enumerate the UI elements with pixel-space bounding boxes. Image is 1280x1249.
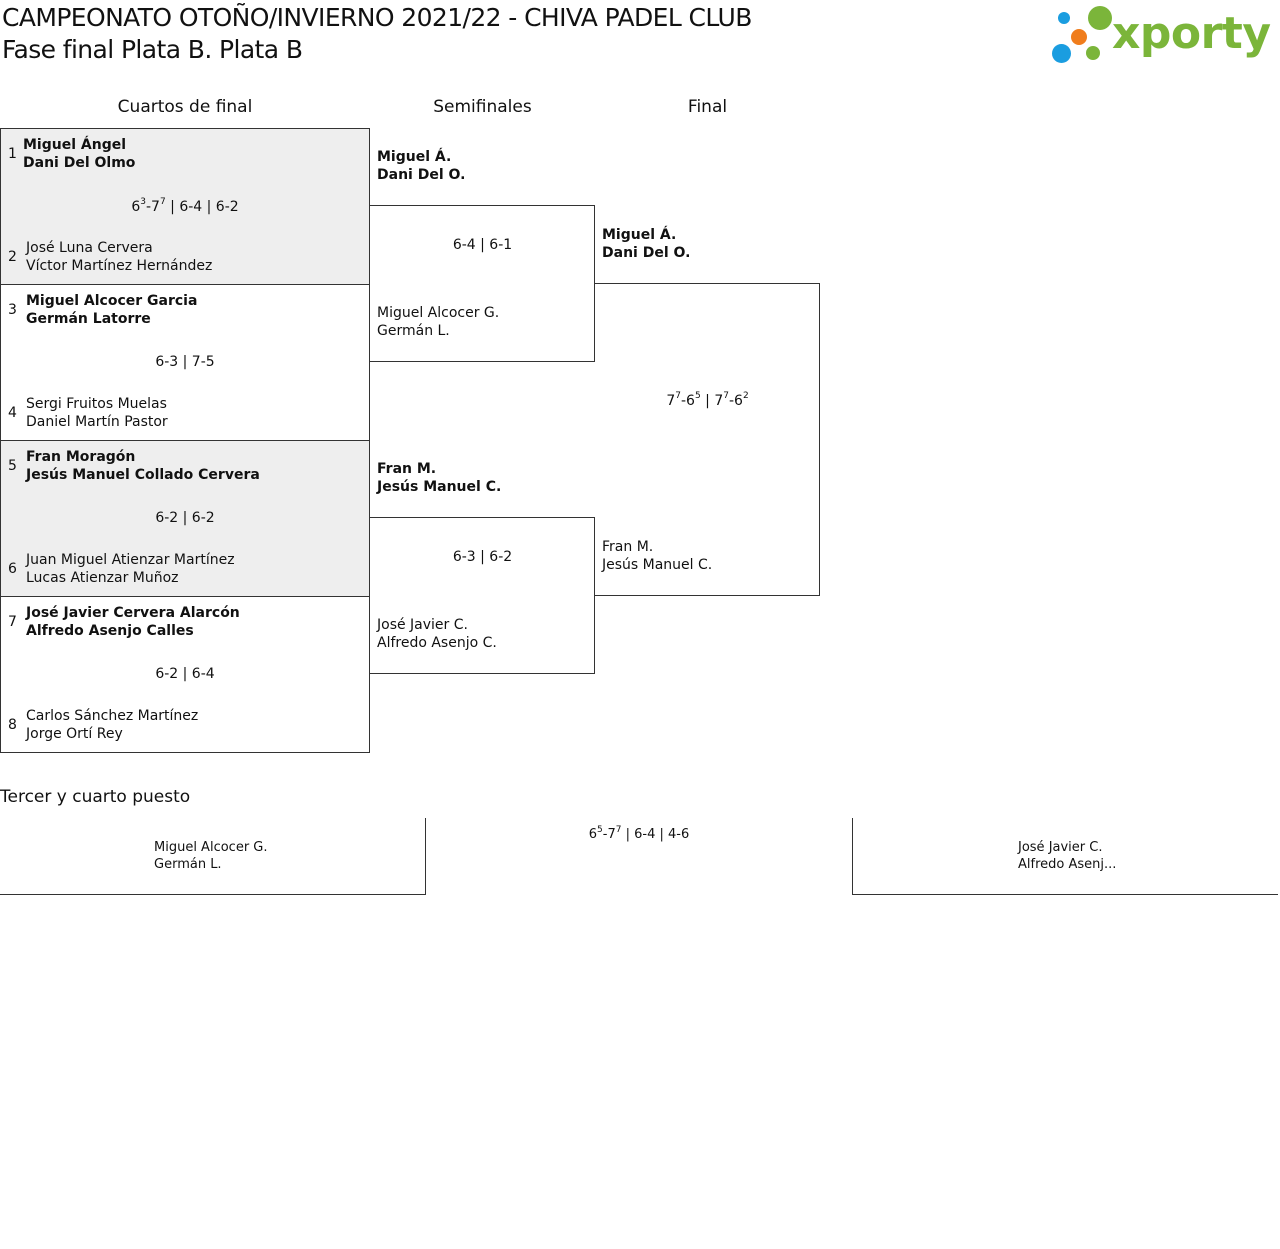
player-name: Fran M. [602, 539, 654, 555]
pair-loser: Sergi Fruitos Muelas Daniel Martín Pasto… [26, 395, 168, 431]
semifinal-2-score: 6-3 | 6-2 [452, 549, 513, 565]
seed-number: 5 [8, 458, 17, 474]
player-name: Jesús Manuel C. [377, 479, 502, 495]
final-pair-winner: Miguel Á. Dani Del O. [602, 226, 690, 262]
logo-dot-blue-icon [1052, 44, 1071, 63]
player-name: Miguel Alcocer G. [154, 840, 268, 855]
semifinal-1-pair-winner: Miguel Á. Dani Del O. [377, 148, 465, 184]
player-name: Alfredo Asenjo Calles [26, 623, 194, 639]
player-name: Jesús Manuel C. [602, 557, 713, 573]
logo-text: xporty [1112, 8, 1271, 59]
player-name: Germán L. [154, 857, 222, 872]
seed-number: 3 [8, 302, 17, 318]
logo-dot-orange-icon [1071, 29, 1087, 45]
final-match-connector[interactable] [595, 283, 820, 596]
player-name: Miguel Alcocer Garcia [26, 293, 198, 309]
semifinal-1-score: 6-4 | 6-1 [452, 237, 513, 253]
player-name: Germán Latorre [26, 311, 151, 327]
player-name: Fran M. [377, 461, 437, 477]
page-title: CAMPEONATO OTOÑO/INVIERNO 2021/22 - CHIV… [2, 3, 752, 32]
player-name: Daniel Martín Pastor [26, 414, 168, 430]
semifinal-match-1-connector[interactable] [370, 205, 595, 362]
pair-winner: Fran Moragón Jesús Manuel Collado Cerver… [26, 448, 260, 484]
player-name: Dani Del O. [377, 167, 466, 183]
player-name: Miguel Alcocer G. [377, 305, 500, 321]
pair-winner: Miguel Alcocer Garcia Germán Latorre [26, 292, 197, 328]
logo-dot-green-small-icon [1086, 46, 1100, 60]
logo-dot-blue-small-icon [1058, 12, 1070, 24]
third-place-score: 65-77 | 6-4 | 4-6 [588, 824, 690, 842]
player-name: José Luna Cervera [26, 240, 153, 256]
match-score: 6-2 | 6-4 [155, 666, 215, 682]
quarterfinal-match-1[interactable]: 1 Miguel Ángel Dani Del Olmo 63-77 | 6-4… [0, 128, 370, 285]
player-name: José Javier Cervera Alarcón [26, 605, 240, 621]
quarterfinal-match-4[interactable]: 7 José Javier Cervera Alarcón Alfredo As… [0, 596, 370, 753]
logo-dot-green-icon [1088, 6, 1112, 30]
match-score: 63-77 | 6-4 | 6-2 [131, 197, 239, 215]
third-place-line-right [852, 894, 1278, 895]
third-place-pair-b[interactable]: José Javier C. Alfredo Asenj... [1018, 839, 1116, 873]
quarterfinal-match-2[interactable]: 3 Miguel Alcocer Garcia Germán Latorre 6… [0, 284, 370, 441]
semifinal-1-pair-loser: Miguel Alcocer G. Germán L. [377, 304, 499, 340]
xporty-logo[interactable]: xporty [1050, 4, 1276, 66]
pair-loser: José Luna Cervera Víctor Martínez Hernán… [26, 239, 212, 275]
player-name: Dani Del O. [602, 245, 691, 261]
player-name: Lucas Atienzar Muñoz [26, 570, 179, 586]
seed-number: 8 [8, 717, 17, 733]
player-name: Alfredo Asenjo C. [377, 635, 497, 651]
match-score: 6-3 | 7-5 [155, 354, 215, 370]
player-name: Miguel Á. [377, 149, 452, 165]
player-name: Carlos Sánchez Martínez [26, 708, 199, 724]
third-place-heading: Tercer y cuarto puesto [0, 787, 191, 807]
pair-loser: Juan Miguel Atienzar Martínez Lucas Atie… [26, 551, 235, 587]
round-heading-quarterfinals: Cuartos de final [117, 97, 253, 117]
round-heading-semifinals: Semifinales [433, 97, 532, 117]
pair-winner: José Javier Cervera Alarcón Alfredo Asen… [26, 604, 240, 640]
semifinal-2-pair-winner: Fran M. Jesús Manuel C. [377, 460, 501, 496]
player-name: José Javier C. [377, 617, 468, 633]
third-place-pair-a[interactable]: Miguel Alcocer G. Germán L. [154, 839, 268, 873]
player-name: Jorge Ortí Rey [26, 726, 123, 742]
seed-number: 2 [8, 249, 17, 265]
semifinal-match-2-connector[interactable] [370, 517, 595, 674]
player-name: Víctor Martínez Hernández [26, 258, 213, 274]
final-score: 77-65 | 77-62 [666, 391, 749, 409]
player-name: Germán L. [377, 323, 450, 339]
player-name: Sergi Fruitos Muelas [26, 396, 167, 412]
player-name: Miguel Ángel [23, 137, 127, 153]
pair-loser: Carlos Sánchez Martínez Jorge Ortí Rey [26, 707, 198, 743]
player-name: Miguel Á. [602, 227, 677, 243]
match-score: 6-2 | 6-2 [155, 510, 215, 526]
page-subtitle: Fase final Plata B. Plata B [2, 35, 303, 64]
player-name: Jesús Manuel Collado Cervera [26, 467, 260, 483]
player-name: José Javier C. [1018, 840, 1103, 855]
seed-number: 4 [8, 405, 17, 421]
final-pair-loser: Fran M. Jesús Manuel C. [602, 538, 712, 574]
semifinal-2-pair-loser: José Javier C. Alfredo Asenjo C. [377, 616, 497, 652]
player-name: Dani Del Olmo [23, 155, 136, 171]
player-name: Fran Moragón [26, 449, 136, 465]
third-place-line-left [0, 894, 425, 895]
third-place-divider [852, 818, 853, 895]
third-place-divider [425, 818, 426, 895]
round-heading-final: Final [687, 97, 728, 117]
seed-number: 7 [8, 614, 17, 630]
seed-number: 1 [8, 146, 17, 162]
pair-winner: Miguel Ángel Dani Del Olmo [23, 136, 135, 172]
player-name: Juan Miguel Atienzar Martínez [26, 552, 235, 568]
seed-number: 6 [8, 561, 17, 577]
quarterfinal-match-3[interactable]: 5 Fran Moragón Jesús Manuel Collado Cerv… [0, 440, 370, 597]
player-name: Alfredo Asenj... [1018, 857, 1117, 872]
